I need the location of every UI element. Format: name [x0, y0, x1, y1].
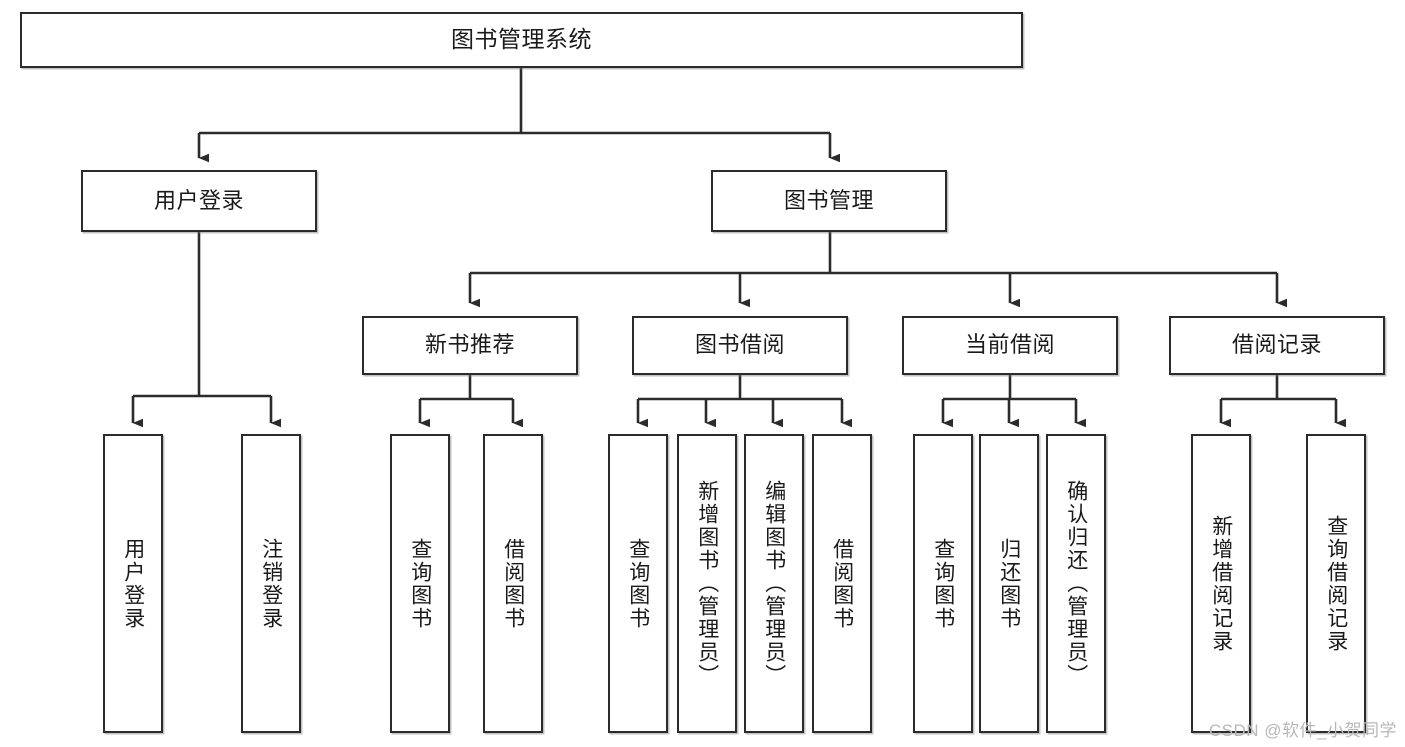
node-label: 用户登录 — [121, 537, 145, 630]
node-label: 查询图书 — [408, 537, 432, 630]
node-leaf-add-record[interactable]: 新增借阅记录 — [1191, 434, 1251, 733]
node-label: 图书管理 — [783, 187, 874, 213]
node-new-book-recommend[interactable]: 新书推荐 — [362, 316, 578, 375]
node-root-system[interactable]: 图书管理系统 — [20, 12, 1023, 68]
node-leaf-query-book-3[interactable]: 查询图书 — [913, 434, 973, 733]
node-label: 归还图书 — [997, 537, 1021, 630]
node-leaf-confirm-return[interactable]: 确认归还（管理员） — [1046, 434, 1106, 733]
node-label: 编辑图书（管理员） — [762, 480, 786, 687]
node-leaf-borrow-book-1[interactable]: 借阅图书 — [483, 434, 543, 733]
node-leaf-edit-book[interactable]: 编辑图书（管理员） — [744, 434, 804, 733]
node-label: 新增图书（管理员） — [695, 480, 719, 687]
node-label: 当前借阅 — [964, 332, 1055, 358]
node-label: 查询图书 — [931, 537, 955, 630]
node-label: 新书推荐 — [424, 332, 515, 358]
node-leaf-query-book-2[interactable]: 查询图书 — [608, 434, 668, 733]
node-leaf-query-book-1[interactable]: 查询图书 — [390, 434, 450, 733]
node-book-borrow[interactable]: 图书借阅 — [632, 316, 848, 375]
node-label: 借阅图书 — [501, 537, 525, 630]
node-book-management[interactable]: 图书管理 — [711, 170, 947, 232]
node-label: 查询图书 — [626, 537, 650, 630]
node-label: 图书借阅 — [694, 332, 785, 358]
node-label: 查询借阅记录 — [1324, 514, 1348, 653]
node-leaf-return-book[interactable]: 归还图书 — [979, 434, 1039, 733]
node-label: 借阅图书 — [830, 537, 854, 630]
node-label: 确认归还（管理员） — [1064, 480, 1088, 687]
node-leaf-add-book[interactable]: 新增图书（管理员） — [677, 434, 737, 733]
node-borrow-record[interactable]: 借阅记录 — [1169, 316, 1385, 375]
node-label: 新增借阅记录 — [1209, 514, 1233, 653]
node-leaf-query-record[interactable]: 查询借阅记录 — [1306, 434, 1366, 733]
node-label: 注销登录 — [259, 537, 283, 630]
node-leaf-borrow-book-2[interactable]: 借阅图书 — [812, 434, 872, 733]
node-label: 图书管理系统 — [451, 26, 592, 53]
node-label: 用户登录 — [153, 187, 244, 213]
node-leaf-user-login[interactable]: 用户登录 — [103, 434, 163, 733]
node-label: 借阅记录 — [1231, 332, 1322, 358]
node-current-borrow[interactable]: 当前借阅 — [902, 316, 1118, 375]
node-leaf-logout-login[interactable]: 注销登录 — [241, 434, 301, 733]
node-user-login[interactable]: 用户登录 — [81, 170, 317, 232]
